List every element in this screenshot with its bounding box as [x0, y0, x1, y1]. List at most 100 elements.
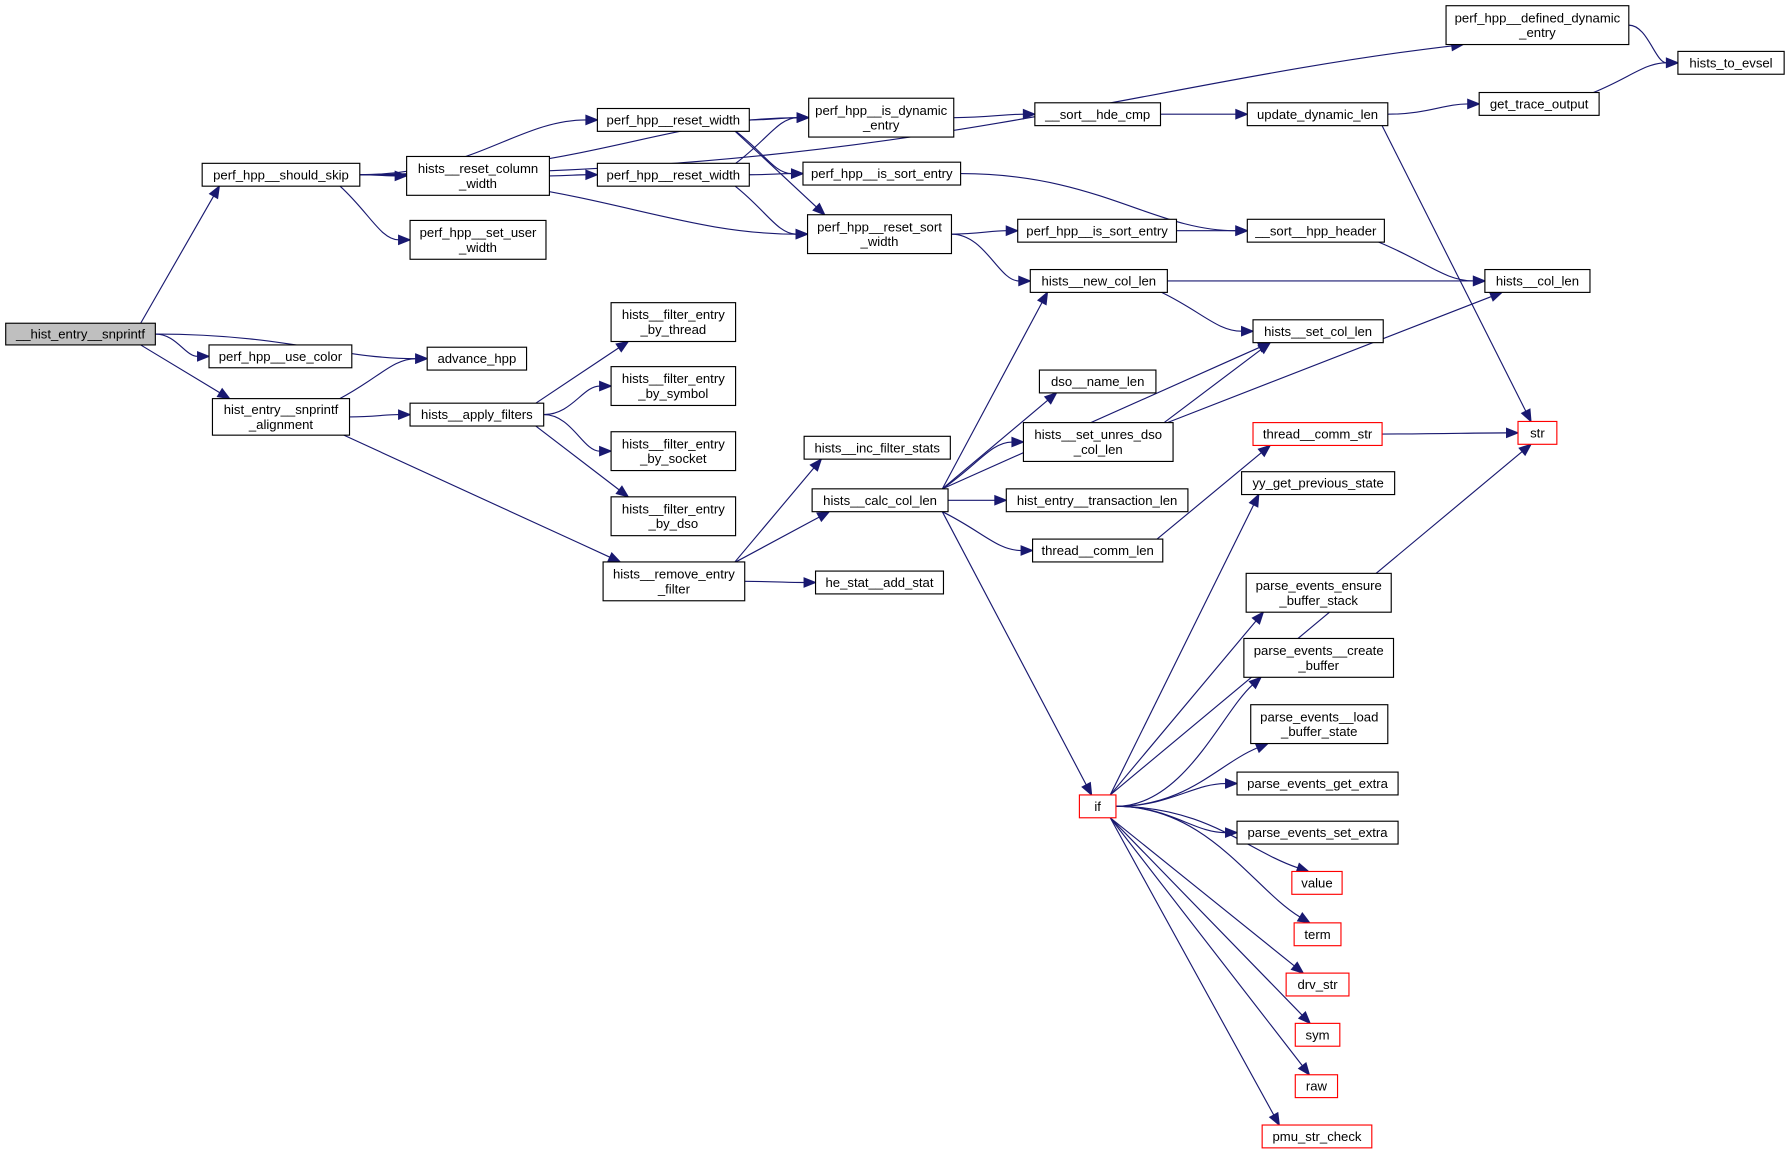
node-reset-width-b[interactable]: perf_hpp__reset_width [596, 162, 750, 187]
node-reset-width-a[interactable]: perf_hpp__reset_width [596, 107, 750, 132]
node-str[interactable]: str [1517, 420, 1558, 445]
node-snprintf-alignment[interactable]: hist_entry__snprintf_alignment [211, 398, 351, 436]
node-thread-comm-str[interactable]: thread__comm_str [1252, 422, 1383, 447]
edge-line [1109, 817, 1275, 1116]
node-box [1022, 422, 1174, 463]
edge-line [1163, 349, 1262, 424]
node-label: hists__filter_entry [622, 436, 725, 451]
edge-calc-col-len-to-dso-name-len [941, 391, 1058, 490]
node-set-col-len[interactable]: hists__set_col_len [1252, 319, 1384, 344]
arrowhead-icon [1036, 291, 1049, 306]
edge-line [953, 113, 1024, 119]
node-reset-sort-width[interactable]: perf_hpp__reset_sort_width [806, 214, 953, 255]
arrowhead-icon [812, 202, 826, 216]
node-label: hist_entry__snprintf [224, 402, 339, 417]
node-reset-column-width[interactable]: hists__reset_column_width [406, 155, 550, 196]
edge-line [951, 230, 1007, 235]
node-advance-hpp[interactable]: advance_hpp [426, 346, 528, 371]
edge-line [1167, 296, 1492, 424]
node-sym[interactable]: sym [1294, 1022, 1341, 1047]
node-box [1005, 488, 1189, 513]
node-apply-filters[interactable]: hists__apply_filters [409, 402, 545, 427]
arrowhead-icon [1225, 778, 1239, 789]
node-label: hists__col_len [1496, 274, 1579, 289]
node-col-len[interactable]: hists__col_len [1484, 268, 1591, 293]
node-label: get_trace_output [1490, 97, 1589, 112]
node-set-unres-dso[interactable]: hists__set_unres_dso_col_len [1022, 422, 1174, 463]
arrowhead-icon [1520, 408, 1532, 423]
node-raw[interactable]: raw [1294, 1074, 1339, 1099]
node-calc-col-len[interactable]: hists__calc_col_len [811, 488, 949, 513]
node-filter-thread[interactable]: hists__filter_entry_by_thread [610, 302, 737, 343]
edge-snprintf-alignment-to-remove-entry-filter [343, 434, 622, 563]
edge-sort-hde-cmp-to-update-dynamic-len [1160, 108, 1249, 120]
node-new-col-len[interactable]: hists__new_col_len [1029, 268, 1168, 293]
edge-root-to-snprintf-alignment [140, 344, 231, 400]
node-box [1294, 1022, 1341, 1047]
edge-line [1115, 805, 1301, 918]
node-get-trace-output[interactable]: get_trace_output [1478, 91, 1600, 116]
node-hists-to-evsel[interactable]: hists_to_evsel [1677, 50, 1785, 75]
arrowhead-icon [615, 485, 630, 498]
edge-if-to-ensure-buffer-stack [1109, 611, 1265, 796]
node-ensure-buffer-stack[interactable]: parse_events_ensure_buffer_stack [1245, 572, 1392, 613]
edge-should-skip-to-set-user-width [339, 185, 412, 246]
arrowhead-icon [1290, 961, 1305, 975]
arrowhead-icon [1472, 275, 1487, 287]
arrowhead-icon [398, 234, 412, 246]
node-remove-entry-filter[interactable]: hists__remove_entry_filter [602, 561, 746, 602]
node-label: _width [458, 176, 497, 191]
node-sort-hde-cmp[interactable]: __sort__hde_cmp [1034, 102, 1162, 127]
node-add-stat[interactable]: he_stat__add_stat [814, 570, 945, 595]
node-update-dynamic-len[interactable]: update_dynamic_len [1246, 102, 1389, 127]
node-dso-name-len[interactable]: dso__name_len [1038, 369, 1157, 394]
node-transaction-len[interactable]: hist_entry__transaction_len [1005, 488, 1189, 513]
node-should-skip[interactable]: perf_hpp__should_skip [201, 162, 361, 187]
node-label: perf_hpp__reset_width [607, 112, 741, 127]
node-label: hists__set_col_len [1264, 324, 1372, 339]
node-use-color[interactable]: perf_hpp__use_color [208, 344, 353, 369]
node-create-buffer[interactable]: parse_events__create_buffer [1243, 637, 1395, 678]
edge-if-to-get-extra [1115, 778, 1239, 807]
edge-get-trace-output-to-hists-to-evsel [1593, 57, 1680, 94]
node-root[interactable]: __hist_entry__snprintf [5, 322, 156, 346]
node-load-buffer-state[interactable]: parse_events__load_buffer_state [1250, 704, 1389, 745]
edge-line [734, 185, 797, 235]
node-box [1017, 218, 1178, 243]
node-filter-socket[interactable]: hists__filter_entry_by_socket [610, 431, 737, 472]
node-sort-hpp-header[interactable]: __sort__hpp_header [1246, 218, 1385, 243]
node-if[interactable]: if [1078, 794, 1117, 819]
node-defined-dynamic-entry[interactable]: perf_hpp__defined_dynamic_entry [1445, 5, 1630, 46]
node-is-dynamic-entry[interactable]: perf_hpp__is_dynamic_entry [808, 97, 955, 138]
node-term[interactable]: term [1293, 922, 1342, 947]
node-is-sort-entry-b[interactable]: perf_hpp__is_sort_entry [1017, 218, 1178, 243]
node-filter-dso[interactable]: hists__filter_entry_by_dso [610, 496, 737, 537]
node-thread-comm-len[interactable]: thread__comm_len [1031, 538, 1164, 563]
edge-line [960, 173, 1236, 232]
node-pmu-str-check[interactable]: pmu_str_check [1261, 1124, 1373, 1149]
node-label: __hist_entry__snprintf [15, 327, 145, 342]
node-is-sort-entry-a[interactable]: perf_hpp__is_sort_entry [802, 161, 962, 186]
node-set-user-width[interactable]: perf_hpp__set_user_width [409, 219, 547, 260]
edge-line [735, 117, 798, 164]
node-inc-filter-stats[interactable]: hists__inc_filter_stats [803, 435, 951, 460]
edge-line [1115, 684, 1253, 807]
node-value[interactable]: value [1291, 870, 1343, 895]
arrowhead-icon [1268, 1111, 1281, 1127]
node-label: parse_events_get_extra [1247, 776, 1389, 791]
node-box [808, 97, 955, 138]
node-label: _by_socket [639, 451, 707, 466]
node-label: update_dynamic_len [1257, 107, 1378, 122]
node-filter-symbol[interactable]: hists__filter_entry_by_symbol [610, 366, 737, 407]
edge-line [155, 333, 198, 357]
node-yy-prev-state[interactable]: yy_get_previous_state [1241, 471, 1396, 496]
node-box [1245, 572, 1392, 613]
node-set-extra[interactable]: parse_events_set_extra [1236, 820, 1399, 845]
edge-line [339, 358, 416, 400]
arrowhead-icon [1254, 742, 1270, 754]
node-drv-str[interactable]: drv_str [1285, 972, 1350, 997]
node-get-extra[interactable]: parse_events_get_extra [1236, 771, 1399, 796]
arrowhead-icon [796, 112, 811, 124]
edge-reset-width-a-to-reset-sort-width [734, 130, 826, 216]
